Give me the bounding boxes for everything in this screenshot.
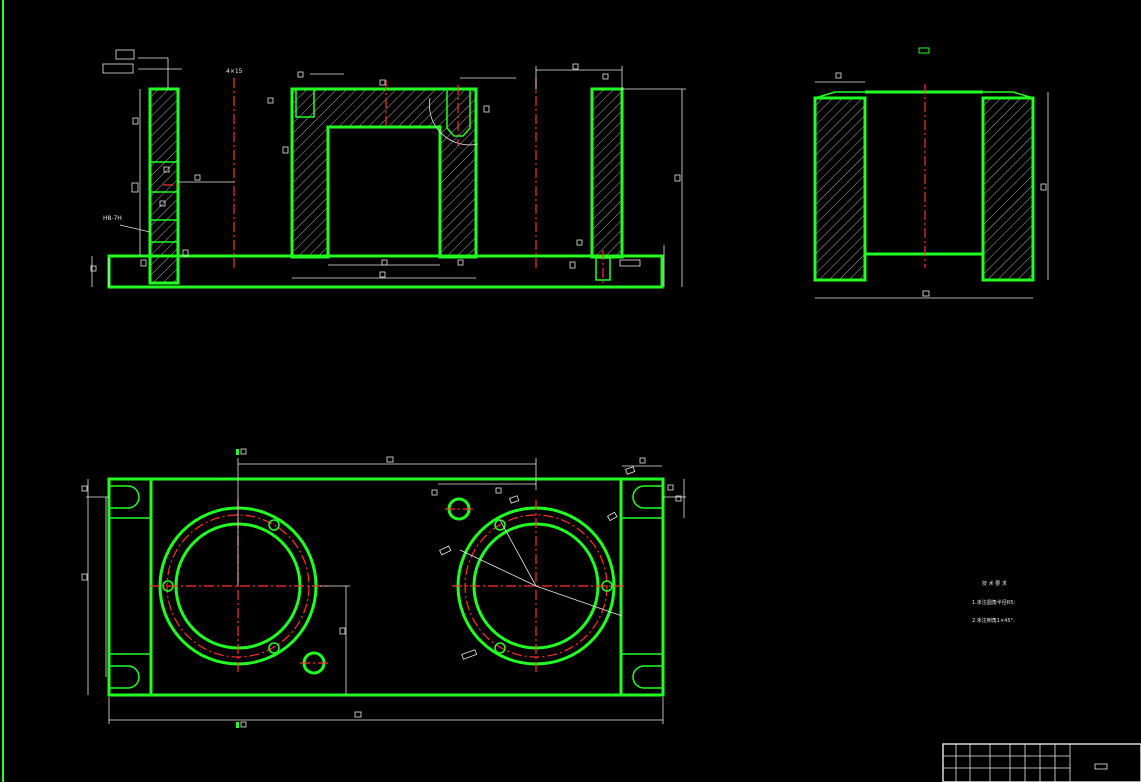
notes-line-1: 1.未注圆角半径R5; xyxy=(972,599,1015,606)
front-section-view: 4×15 H8-7H xyxy=(90,49,686,289)
side-section-view xyxy=(813,47,1049,299)
notes-line-2: 2.未注倒角1×45°. xyxy=(972,617,1015,624)
front-dim-label: 4×15 xyxy=(226,68,243,75)
technical-notes: 技 术 要 求 1.未注圆角半径R5; 2.未注倒角1×45°. xyxy=(972,580,1015,624)
title-block xyxy=(942,743,1141,782)
notes-title: 技 术 要 求 xyxy=(982,580,1007,587)
tolerance-label: H8-7H xyxy=(103,215,122,222)
top-plan-view xyxy=(81,448,686,728)
